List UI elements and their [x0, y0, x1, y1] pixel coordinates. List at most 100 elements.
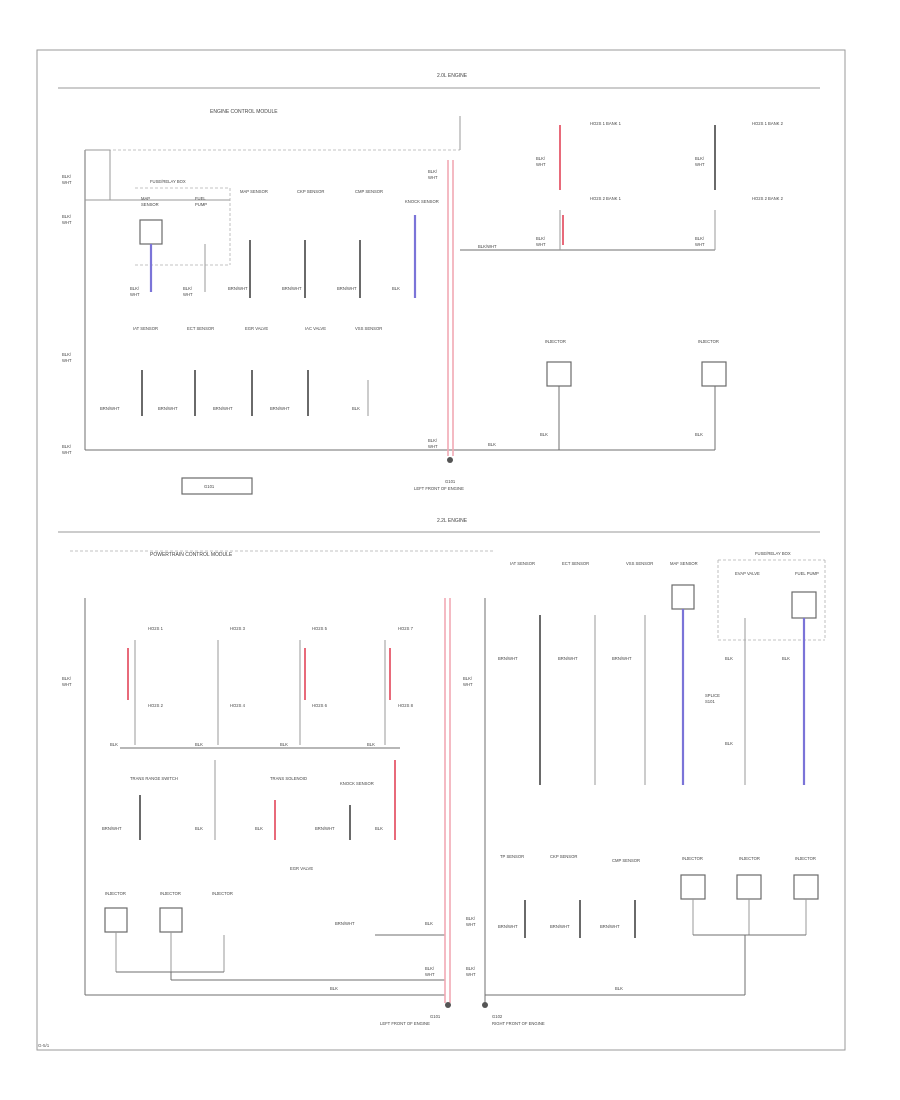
svg-text:INJECTOR: INJECTOR — [795, 856, 816, 861]
svg-text:WHT: WHT — [428, 175, 438, 180]
svg-text:TRANS SOLENOID: TRANS SOLENOID — [270, 776, 307, 781]
svg-text:HO2S 5: HO2S 5 — [312, 626, 328, 631]
top-right-injectors: INJECTOR INJECTOR BLK BLK BLK — [488, 339, 727, 450]
bottom-right-bottom-components: TP SENSOR CKP SENSOR CMP SENSOR INJECTOR… — [466, 854, 819, 977]
svg-text:BRN/WHT: BRN/WHT — [228, 286, 248, 291]
svg-text:WHT: WHT — [62, 180, 72, 185]
svg-text:CMP SENSOR: CMP SENSOR — [612, 858, 640, 863]
svg-text:WHT: WHT — [62, 682, 72, 687]
svg-text:WHT: WHT — [62, 220, 72, 225]
diagram-frame — [36, 49, 846, 1051]
svg-text:HO2S 1 BANK 1: HO2S 1 BANK 1 — [590, 121, 622, 126]
svg-text:BRN/WHT: BRN/WHT — [158, 406, 178, 411]
ground-caption-bottom-1: LEFT FRONT OF ENGINE — [380, 1021, 430, 1026]
svg-text:BLK/: BLK/ — [62, 214, 72, 219]
svg-text:BRN/WHT: BRN/WHT — [102, 826, 122, 831]
svg-text:BLK: BLK — [195, 826, 203, 831]
svg-text:INJECTOR: INJECTOR — [682, 856, 703, 861]
svg-text:VSS SENSOR: VSS SENSOR — [355, 326, 382, 331]
bottom-oxygen-sensors: HO2S 1 HO2S 2 HO2S 3 HO2S 4 HO2S 5 HO2S … — [110, 626, 414, 749]
svg-text:WHT: WHT — [428, 444, 438, 449]
svg-text:WHT: WHT — [536, 242, 546, 247]
svg-text:BRN/WHT: BRN/WHT — [270, 406, 290, 411]
top-row1-sensors: MAP SENSOR CKP SENSOR CMP SENSOR KNOCK S… — [228, 189, 439, 298]
svg-text:WHT: WHT — [466, 972, 476, 977]
ground-label-bottom-2: G102 — [492, 1014, 503, 1019]
top-component-box-1 — [139, 219, 163, 245]
section-title-bottom: 2.2L ENGINE — [437, 518, 468, 524]
svg-text:INJECTOR: INJECTOR — [160, 891, 181, 896]
section-bottom: 2.2L ENGINE POWERTRAIN CONTROL MODULE BL… — [58, 518, 826, 1026]
svg-text:VSS SENSOR: VSS SENSOR — [626, 561, 653, 566]
svg-text:BLK: BLK — [330, 986, 338, 991]
svg-text:MAP: MAP — [141, 196, 150, 201]
svg-text:BLK/: BLK/ — [536, 236, 546, 241]
svg-text:HO2S 1 BANK 2: HO2S 1 BANK 2 — [752, 121, 784, 126]
svg-text:BRN/WHT: BRN/WHT — [498, 924, 518, 929]
svg-text:WHT: WHT — [62, 450, 72, 455]
svg-text:BLK: BLK — [725, 656, 733, 661]
bottom-right-top-components: IAT SENSOR ECT SENSOR VSS SENSOR MAF SEN… — [498, 551, 826, 785]
svg-text:ECT SENSOR: ECT SENSOR — [187, 326, 214, 331]
page-label: G-5/1 — [38, 1043, 50, 1048]
svg-text:BLK: BLK — [375, 826, 383, 831]
module-label-top: ENGINE CONTROL MODULE — [210, 109, 278, 115]
svg-text:BLK: BLK — [782, 656, 790, 661]
svg-text:BRN/WHT: BRN/WHT — [335, 921, 355, 926]
svg-text:WHT: WHT — [695, 242, 705, 247]
svg-text:BLK: BLK — [425, 921, 433, 926]
svg-text:BRN/WHT: BRN/WHT — [282, 286, 302, 291]
ground-symbol-top — [447, 457, 453, 463]
svg-text:WHT: WHT — [695, 162, 705, 167]
svg-text:BRN/WHT: BRN/WHT — [600, 924, 620, 929]
svg-text:WHT: WHT — [463, 682, 473, 687]
legend-box — [181, 477, 253, 495]
svg-text:BLK: BLK — [110, 742, 118, 747]
ground-label-bottom-1: G101 — [430, 1014, 441, 1019]
svg-text:SENSOR: SENSOR — [141, 202, 159, 207]
svg-text:BLK/: BLK/ — [428, 169, 438, 174]
svg-text:INJECTOR: INJECTOR — [545, 339, 566, 344]
svg-text:BLK/: BLK/ — [62, 352, 72, 357]
svg-text:HO2S 1: HO2S 1 — [148, 626, 164, 631]
svg-text:BLK/: BLK/ — [62, 676, 72, 681]
svg-text:SPLICE: SPLICE — [705, 693, 720, 698]
svg-text:BRN/WHT: BRN/WHT — [213, 406, 233, 411]
svg-text:MAP SENSOR: MAP SENSOR — [240, 189, 268, 194]
svg-text:WHT: WHT — [425, 972, 435, 977]
svg-text:MAF SENSOR: MAF SENSOR — [670, 561, 698, 566]
svg-text:S101: S101 — [705, 699, 715, 704]
ground-symbol-bottom-right — [482, 1002, 488, 1008]
svg-text:EGR VALVE: EGR VALVE — [245, 326, 268, 331]
svg-text:PUMP: PUMP — [195, 202, 207, 207]
ground-caption-top: LEFT FRONT OF ENGINE — [414, 486, 464, 491]
svg-text:WHT: WHT — [536, 162, 546, 167]
svg-text:INJECTOR: INJECTOR — [212, 891, 233, 896]
svg-text:HO2S 8: HO2S 8 — [398, 703, 414, 708]
svg-text:EVAP VALVE: EVAP VALVE — [735, 571, 760, 576]
bottom-middle-components: TRANS RANGE SWITCH TRANS SOLENOID KNOCK … — [102, 760, 396, 871]
svg-text:BRN/WHT: BRN/WHT — [100, 406, 120, 411]
svg-text:BLK: BLK — [280, 742, 288, 747]
svg-text:BLK: BLK — [615, 986, 623, 991]
svg-text:BLK: BLK — [255, 826, 263, 831]
svg-text:ECT SENSOR: ECT SENSOR — [562, 561, 589, 566]
svg-text:BRN/WHT: BRN/WHT — [498, 656, 518, 661]
svg-text:BLK/WHT: BLK/WHT — [478, 244, 497, 249]
svg-text:BLK/: BLK/ — [536, 156, 546, 161]
top-row2-sensors: IAT SENSOR ECT SENSOR EGR VALVE IAC VALV… — [100, 326, 382, 416]
svg-text:EGR VALVE: EGR VALVE — [290, 866, 313, 871]
svg-text:BLK/: BLK/ — [428, 438, 438, 443]
svg-text:BRN/WHT: BRN/WHT — [337, 286, 357, 291]
svg-text:FUEL: FUEL — [195, 196, 206, 201]
svg-text:BLK: BLK — [195, 742, 203, 747]
bottom-left-injectors: INJECTOR INJECTOR INJECTOR — [104, 891, 445, 981]
svg-text:BLK/: BLK/ — [62, 444, 72, 449]
svg-text:BLK: BLK — [725, 741, 733, 746]
svg-text:BRN/WHT: BRN/WHT — [550, 924, 570, 929]
svg-text:CKP SENSOR: CKP SENSOR — [550, 854, 577, 859]
svg-text:IAT SENSOR: IAT SENSOR — [510, 561, 535, 566]
svg-text:HO2S 7: HO2S 7 — [398, 626, 414, 631]
svg-text:HO2S 2 BANK 1: HO2S 2 BANK 1 — [590, 196, 622, 201]
